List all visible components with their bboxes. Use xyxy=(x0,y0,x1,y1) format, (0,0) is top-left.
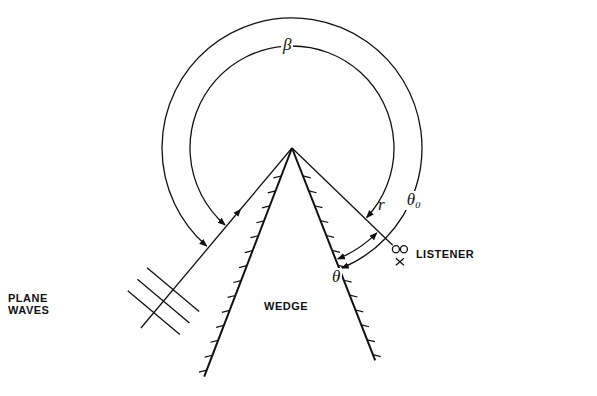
angle-label: β xyxy=(281,36,293,55)
listener-ray xyxy=(292,148,393,245)
hatch-tick xyxy=(239,266,247,268)
hatch-tick xyxy=(373,355,381,357)
hatch-tick xyxy=(256,221,264,223)
hatch-tick xyxy=(303,176,311,178)
angle-label: θ xyxy=(330,268,342,287)
distance-label: r xyxy=(376,196,387,215)
hatch-tick xyxy=(251,236,259,238)
hatch-tick xyxy=(326,236,334,238)
wedge-face xyxy=(204,148,292,377)
incident-ray xyxy=(241,148,292,209)
hatch-tick xyxy=(210,340,218,342)
hatch-tick xyxy=(245,251,253,253)
angle-label: θ₀ xyxy=(405,191,423,210)
hatch-tick xyxy=(205,355,213,357)
hatch-tick xyxy=(367,340,375,342)
wave-front xyxy=(128,291,180,335)
hatch-tick xyxy=(268,191,276,193)
incident-ray xyxy=(141,209,241,328)
listener-symbol xyxy=(392,246,407,266)
wedge-face xyxy=(292,148,375,360)
listener-label: LISTENER xyxy=(414,248,476,260)
hatch-tick xyxy=(315,206,323,208)
wave-front xyxy=(137,279,189,323)
hatch-tick xyxy=(199,370,207,372)
hatch-tick xyxy=(273,176,281,178)
hatch-tick xyxy=(233,281,241,283)
hatch-tick xyxy=(228,296,236,298)
theta-arc xyxy=(338,233,377,259)
hatch-tick xyxy=(309,191,317,193)
hatch-tick xyxy=(355,310,363,312)
hatch-tick xyxy=(344,280,352,282)
wave-front xyxy=(147,268,199,312)
hatch-tick xyxy=(350,295,358,297)
beta-arc xyxy=(162,18,422,268)
hatch-tick xyxy=(320,221,328,223)
hatch-tick xyxy=(361,325,369,327)
wave-label: PLANE WAVES xyxy=(6,292,62,316)
hatch-tick xyxy=(222,310,230,312)
hatch-tick xyxy=(216,325,224,327)
wedge-label: WEDGE xyxy=(262,300,310,312)
hatch-tick xyxy=(262,206,270,208)
theta0-arc xyxy=(190,46,394,225)
hatch-tick xyxy=(332,250,340,252)
